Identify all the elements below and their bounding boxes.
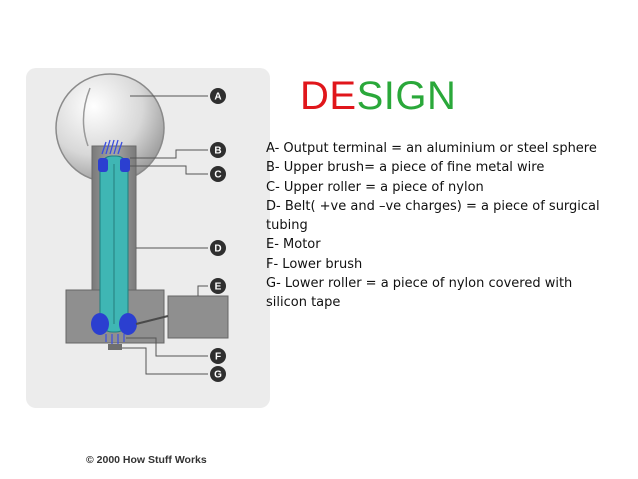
sphere-inner-edge <box>82 87 91 147</box>
label-discs <box>210 88 226 382</box>
label-a: A <box>214 92 221 103</box>
motor-shaft <box>135 315 169 325</box>
label-f: F <box>215 352 221 363</box>
description-item-c: C- Upper roller = a piece of nylon <box>266 179 484 195</box>
copyright-credit: © 2000 How Stuff Works <box>86 454 207 466</box>
lower-roller-right <box>119 313 137 335</box>
lower-roller-left <box>91 313 109 335</box>
slide-title: DESIGN <box>300 72 456 120</box>
upper-roller <box>98 158 108 172</box>
description-item-f: F- Lower brush <box>266 256 363 272</box>
upper-brush <box>101 139 123 155</box>
generator-illustration: A B C D E F G <box>55 73 229 382</box>
description-item-e: E- Motor <box>266 237 321 253</box>
label-g: G <box>214 370 222 381</box>
title-part-green: SIGN <box>356 74 457 118</box>
description-item-d: D- Belt( +ve and –ve charges) = a piece … <box>266 198 600 234</box>
upper-roller-right <box>120 158 130 172</box>
label-c: C <box>214 170 221 181</box>
description-item-g: G- Lower roller = a piece of nylon cover… <box>266 276 573 311</box>
lower-brush <box>105 334 125 344</box>
label-d: D <box>214 244 221 255</box>
description-item-b: B- Upper brush= a piece of fine metal wi… <box>266 160 545 176</box>
component-description-list: A- Output terminal = an aluminium or ste… <box>266 139 616 313</box>
base-bottom <box>108 344 122 350</box>
label-e: E <box>215 282 222 293</box>
leader-lines <box>122 95 208 375</box>
label-b: B <box>214 146 221 157</box>
description-item-a: A- Output terminal = an aluminium or ste… <box>266 141 597 156</box>
generator-diagram: A B C D E F G © 2000 How Stuff Works <box>26 68 270 466</box>
motor <box>167 295 229 339</box>
title-part-red: DE <box>300 74 357 118</box>
